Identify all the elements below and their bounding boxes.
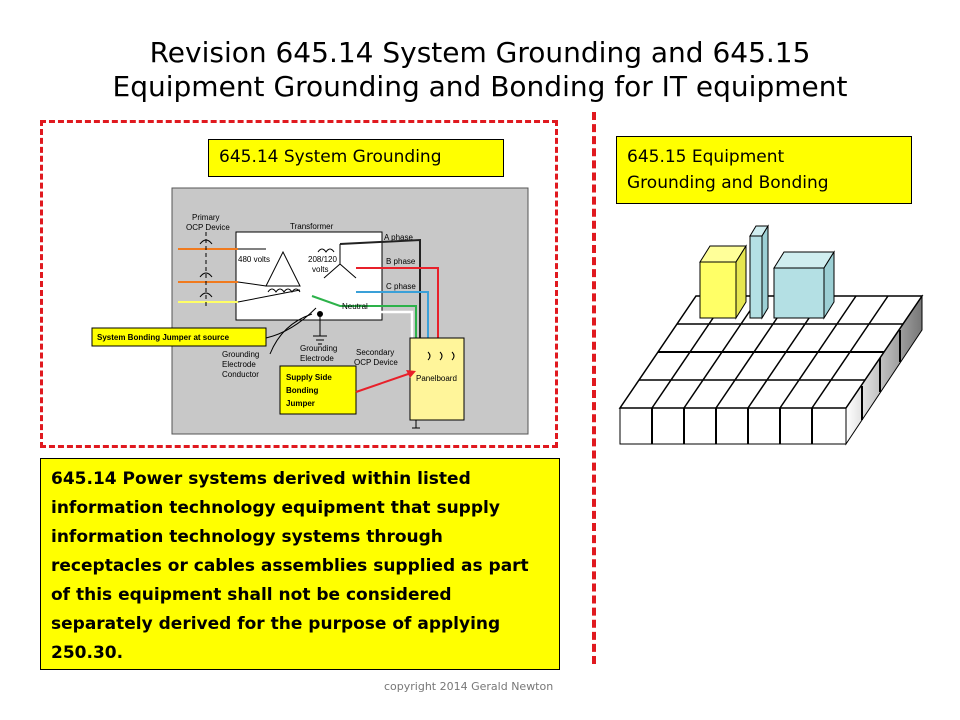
code-text-line-3: information technology systems through xyxy=(51,527,443,547)
supply-side-label-2: Bonding xyxy=(286,386,319,395)
volts-480-label: 480 volts xyxy=(238,255,270,264)
a-phase-label: A phase xyxy=(384,233,413,242)
ge-label-1: Grounding xyxy=(300,344,337,353)
volts-208-label-2: volts xyxy=(312,265,328,274)
volts-208-label-1: 208/120 xyxy=(308,255,337,264)
code-text-line-6: separately derived for the purpose of ap… xyxy=(51,614,501,634)
breaker-2 xyxy=(199,272,213,278)
supply-side-label-3: Jumper xyxy=(286,399,315,408)
yellow-cabinet-front xyxy=(699,261,737,319)
c-phase-wire xyxy=(356,291,429,356)
supply-side-box xyxy=(279,365,357,415)
neutral-label: Neutral xyxy=(342,302,368,311)
system-bonding-jumper-box xyxy=(91,327,267,347)
a-phase-wire xyxy=(339,238,421,356)
label-645-14: 645.14 System Grounding xyxy=(208,139,504,177)
floor-front-face xyxy=(619,407,847,445)
secondary-ocp-label-1: Secondary xyxy=(356,348,394,357)
b-phase-wire xyxy=(356,267,439,356)
secondary-coil xyxy=(317,248,335,253)
label-645-15-line-1: 645.15 Equipment xyxy=(627,147,785,167)
bonding-jumper-leader xyxy=(265,307,317,339)
ground-wire xyxy=(311,295,417,356)
gec-label-3: Conductor xyxy=(222,370,259,379)
code-text-line-4: receptacles or cables assemblies supplie… xyxy=(51,556,529,576)
system-bonding-jumper-label: System Bonding Jumper at source xyxy=(97,333,230,342)
label-645-15-line-2: Grounding and Bonding xyxy=(627,173,829,193)
breaker-1 xyxy=(199,239,213,245)
cyan-tower-side xyxy=(761,224,769,320)
wye-c xyxy=(323,263,341,279)
yellow-cabinet-side xyxy=(735,244,747,320)
primary-delta xyxy=(265,250,301,287)
panelboard xyxy=(409,337,465,421)
code-text-line-5: of this equipment shall not be considere… xyxy=(51,585,452,605)
label-645-15: 645.15 Equipment Grounding and Bonding xyxy=(616,136,912,204)
cyan-tower-front xyxy=(749,235,763,319)
primary-coil xyxy=(267,288,301,293)
gec-label-2: Electrode xyxy=(222,360,256,369)
secondary-ocp-label-2: OCP Device xyxy=(354,358,398,367)
code-text-line-7: 250.30. xyxy=(51,643,124,663)
primary-ocp-label-1: Primary xyxy=(192,213,220,222)
code-text-line-2: information technology equipment that su… xyxy=(51,498,500,518)
breaker-3 xyxy=(199,292,213,298)
cyan-cabinet-side xyxy=(823,250,835,320)
primary-ocp-label-2: OCP Device xyxy=(186,223,230,232)
title-line-2: Equipment Grounding and Bonding for IT e… xyxy=(112,70,848,103)
cyan-cabinet-front xyxy=(773,267,825,319)
wye-b xyxy=(339,263,357,279)
title-line-1: Revision 645.14 System Grounding and 645… xyxy=(149,36,811,69)
code-text-line-1: 645.14 Power systems derived within list… xyxy=(51,469,471,489)
copyright-text: copyright 2014 Gerald Newton xyxy=(384,680,554,693)
system-grounding-frame xyxy=(40,120,558,448)
supply-side-label-1: Supply Side xyxy=(286,373,332,382)
panelboard-label: Panelboard xyxy=(416,374,457,383)
ge-label-2: Electrode xyxy=(300,354,334,363)
code-text-box: 645.14 Power systems derived within list… xyxy=(40,458,560,670)
b-phase-label: B phase xyxy=(386,257,416,266)
divider-line xyxy=(592,112,596,664)
c-phase-label: C phase xyxy=(386,282,416,291)
gec-label-1: Grounding xyxy=(222,350,259,359)
transformer-label: Transformer xyxy=(290,222,334,231)
supply-side-arrow xyxy=(355,371,415,393)
page-title: Revision 645.14 System Grounding and 645… xyxy=(0,36,960,104)
